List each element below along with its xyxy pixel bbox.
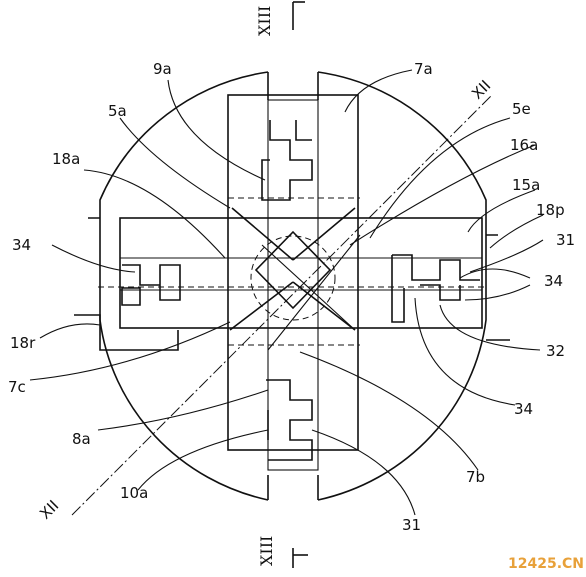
outer-circle-right-half [317,71,487,501]
center-dashed-circle [250,235,336,321]
label-31-bottom: 31 [402,516,421,534]
watermark: 12425.CN [508,556,584,572]
section-line-xii [71,94,493,516]
center-crossing [254,230,332,310]
label-5e: 5e [512,100,531,118]
label-32: 32 [546,342,565,360]
label-9a: 9a [153,60,172,78]
label-18r: 18r [10,334,36,352]
bottom-teeth [266,379,313,461]
label-5a: 5a [108,102,127,120]
label-7b: 7b [466,468,485,486]
section-mark-bottom: XIII [257,536,276,566]
label-8a: 8a [72,430,91,448]
label-34-lower: 34 [514,400,533,418]
label-15a: 15a [512,176,540,194]
label-7c: 7c [8,378,26,396]
label-xii-bottom: XII [36,497,62,523]
left-slot [74,217,179,351]
label-34-right: 34 [544,272,563,290]
right-teeth [392,254,480,301]
top-teeth [261,120,313,201]
label-16a: 16a [510,136,538,154]
label-18a: 18a [52,150,80,168]
label-31-right: 31 [556,231,575,249]
horizontal-bar [119,217,483,329]
label-7a: 7a [414,60,433,78]
right-slot [486,234,510,341]
label-10a: 10a [120,484,148,502]
label-18p: 18p [536,201,565,219]
vertical-bar [227,94,359,451]
label-34-left: 34 [12,236,31,254]
section-mark-top: XIII [255,6,274,36]
label-xii-top: XII [468,77,494,103]
left-teeth [121,264,181,306]
vertical-bar-inner [267,99,319,471]
